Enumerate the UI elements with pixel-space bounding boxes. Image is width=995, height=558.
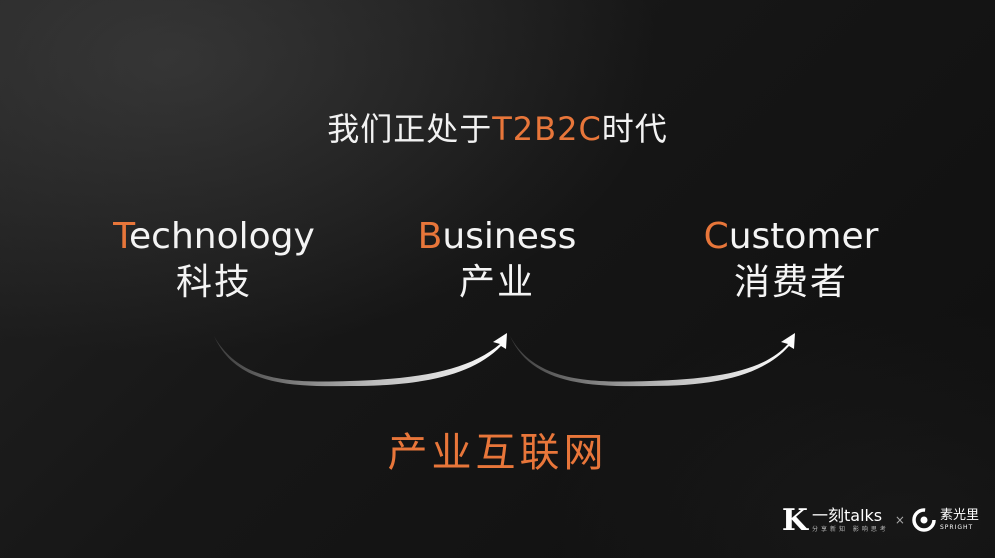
customer-column: Customer 消费者 bbox=[661, 214, 921, 306]
technology-column: Technology 科技 bbox=[84, 214, 344, 306]
partner-text: 素光里 SPRIGHT bbox=[940, 509, 979, 531]
partner-cn: 素光里 bbox=[939, 508, 979, 523]
customer-cn: 消费者 bbox=[733, 262, 848, 303]
k-logo-icon: K bbox=[781, 502, 808, 538]
bottom-title: 产业互联网 bbox=[387, 430, 608, 476]
business-rest: usiness bbox=[442, 216, 577, 257]
business-cn: 产业 bbox=[458, 262, 535, 303]
partner-logo: 素光里 SPRIGHT bbox=[911, 507, 979, 533]
separator: × bbox=[894, 513, 905, 527]
headline-prefix: 我们正处于 bbox=[327, 110, 493, 148]
technology-rest: echnology bbox=[129, 216, 315, 257]
customer-rest: ustomer bbox=[728, 216, 879, 257]
customer-label: Customer bbox=[661, 214, 921, 260]
headline: 我们正处于T2B2C时代 bbox=[0, 104, 995, 150]
business-label: Business bbox=[367, 214, 627, 260]
brand-name: 一刻talks bbox=[812, 505, 883, 525]
arrow-technology-to-business bbox=[214, 333, 507, 387]
partner-en: SPRIGHT bbox=[939, 524, 974, 531]
customer-initial: C bbox=[703, 216, 729, 257]
brand-slogan: 分享新知 影响思考 bbox=[812, 525, 889, 533]
technology-cn: 科技 bbox=[175, 262, 252, 303]
partner-emblem-icon bbox=[912, 508, 936, 532]
technology-label: Technology bbox=[84, 214, 344, 260]
brand-block: 一刻talks 分享新知 影响思考 bbox=[812, 505, 889, 533]
headline-suffix: 时代 bbox=[601, 110, 668, 148]
headline-accent: T2B2C bbox=[492, 110, 602, 148]
branding: K 一刻talks 分享新知 影响思考 × 素光里 SPRIGHT bbox=[782, 498, 979, 542]
business-column: Business 产业 bbox=[367, 214, 627, 306]
technology-initial: T bbox=[113, 216, 130, 257]
business-initial: B bbox=[417, 216, 443, 257]
arrow-business-to-customer bbox=[510, 333, 795, 387]
